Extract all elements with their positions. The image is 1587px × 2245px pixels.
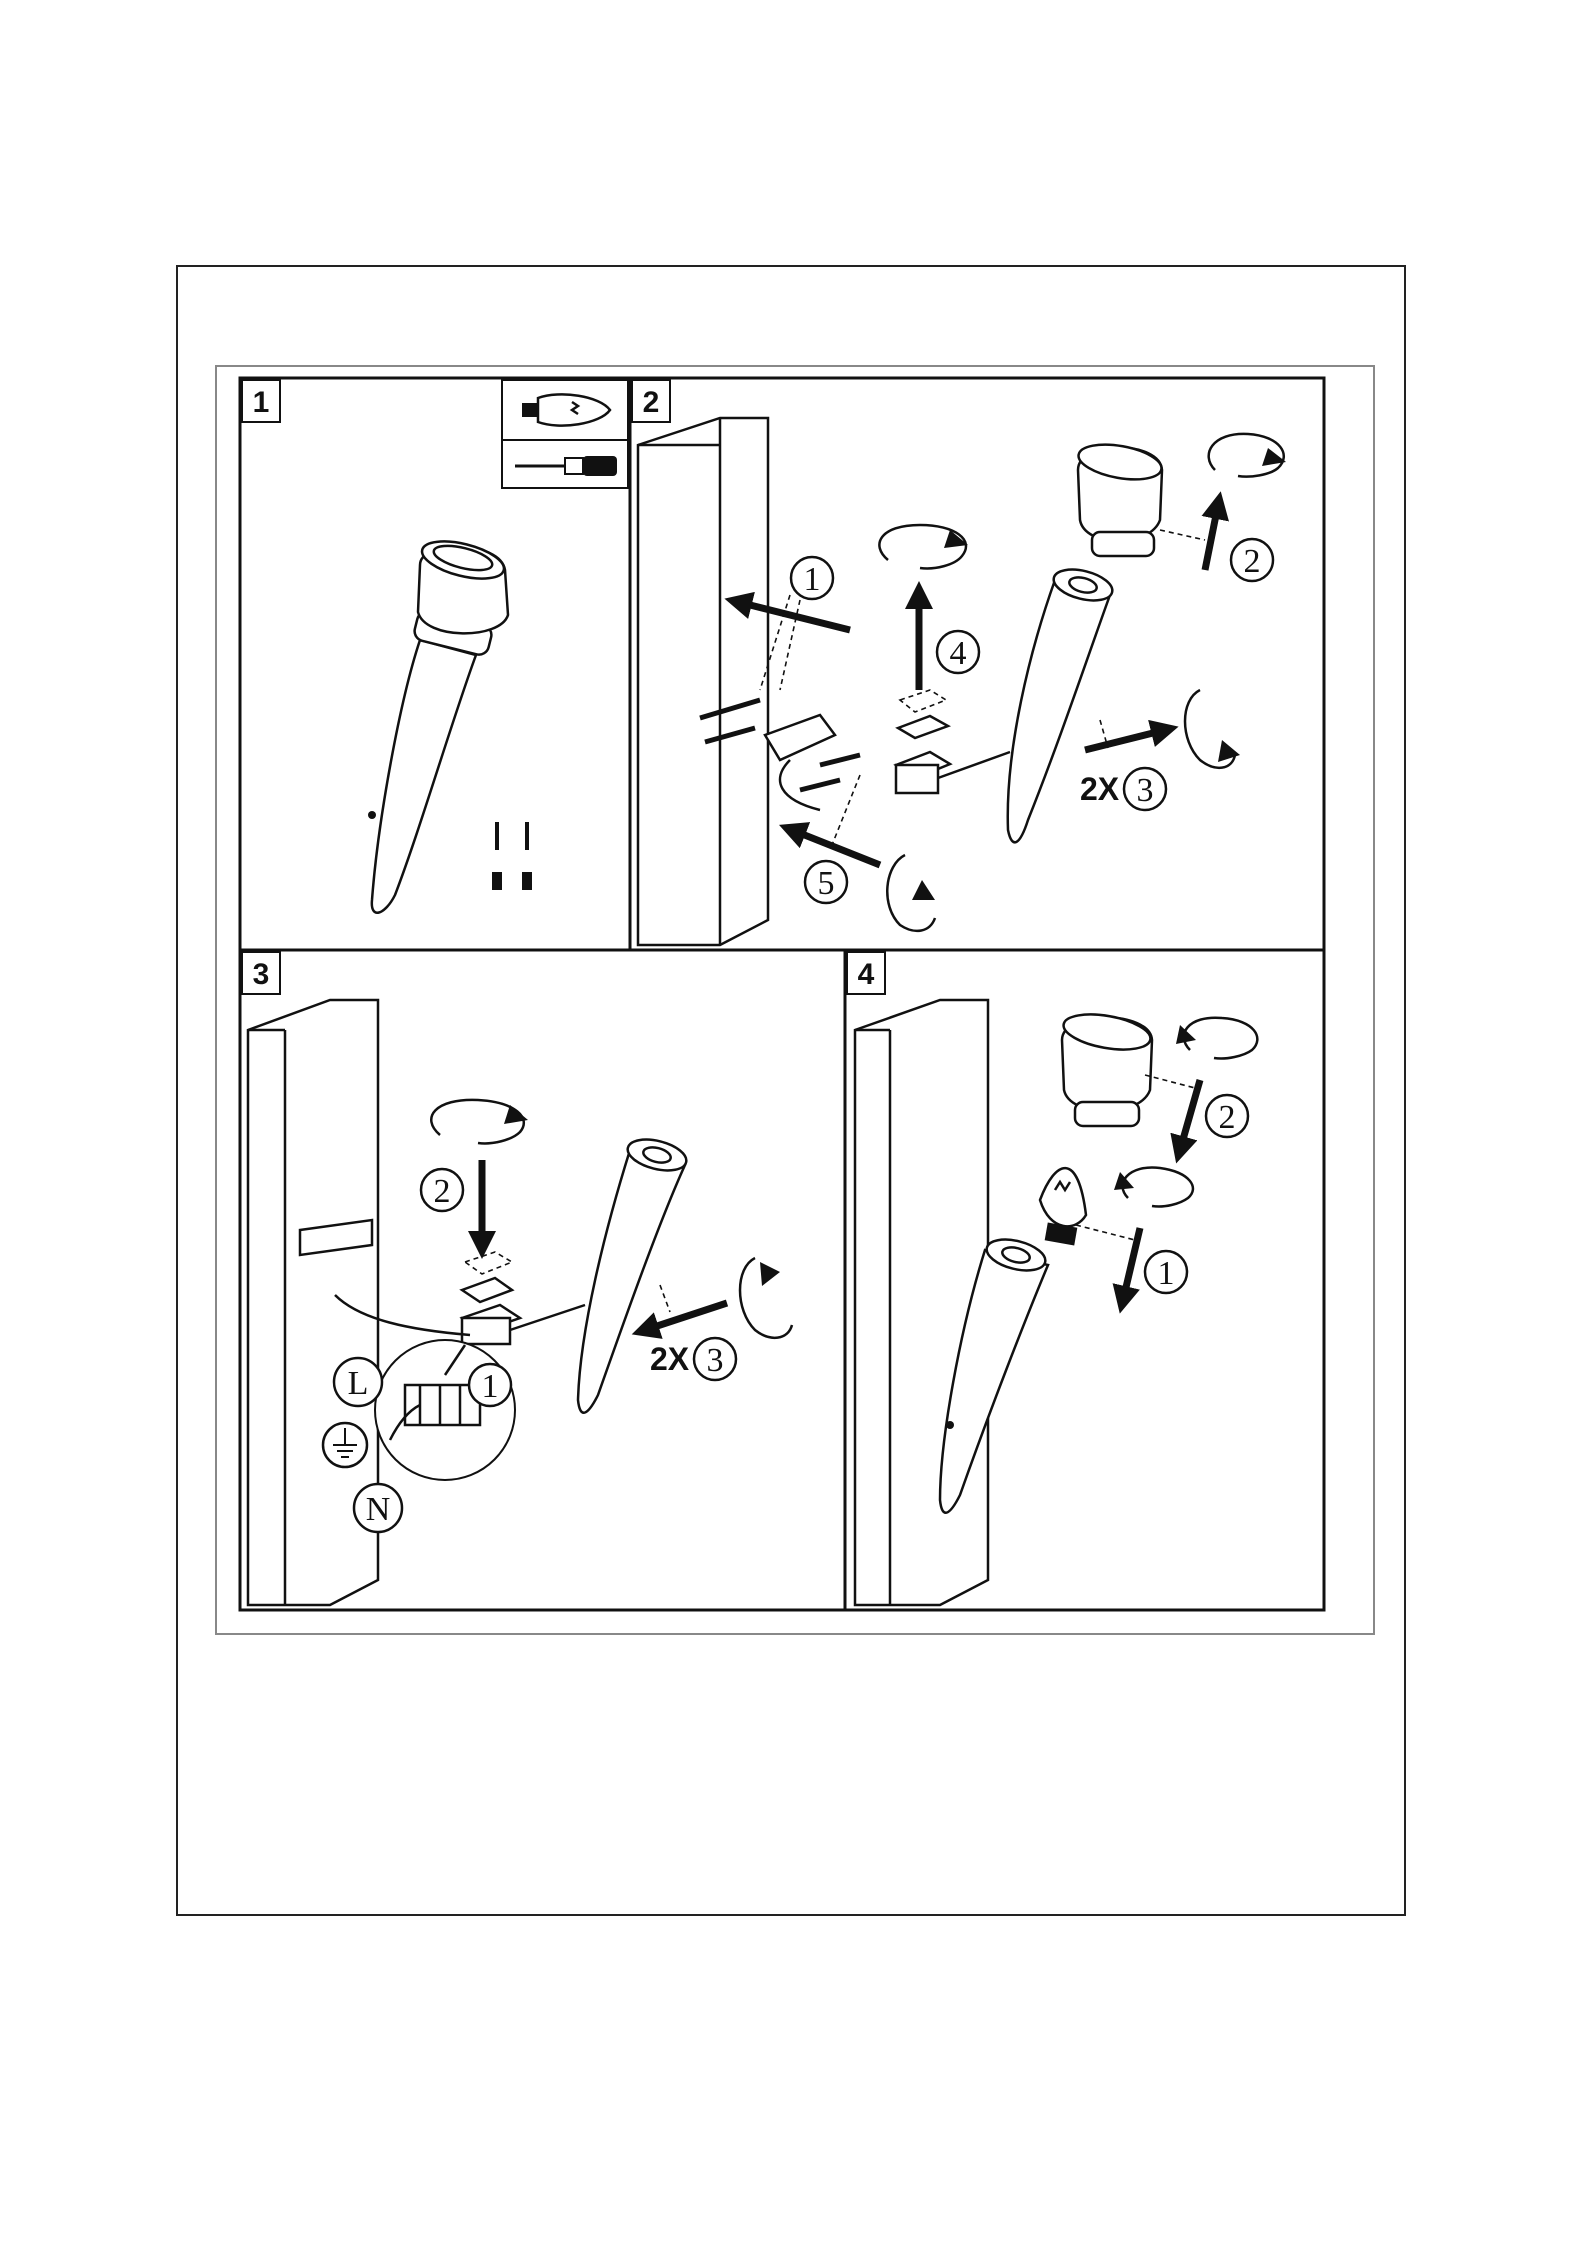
svg-text:3: 3 [1137,772,1154,809]
terminal-neutral-label: N [354,1484,402,1532]
svg-text:2: 2 [1219,1099,1236,1136]
rotate-ring-p2-bottom [887,855,935,931]
lamp-head-p4 [1061,1009,1153,1126]
wall-block [638,418,768,945]
svg-text:2: 2 [643,386,660,419]
terminal-live-label: L [334,1358,382,1406]
step-label-p3-2: 2 [421,1169,463,1211]
rotate-ring-p4-mid [1114,1167,1193,1206]
step-label-p4-1: 1 [1145,1251,1187,1293]
svg-text:2: 2 [434,1173,451,1210]
svg-text:N: N [366,1491,391,1528]
lamp-head-p2 [1076,439,1164,556]
step-label-p3-1: 1 [469,1364,511,1406]
step-label-p3-3: 2X 3 [650,1338,736,1380]
screws-and-plugs [492,822,532,890]
arrow-p4-2 [1180,1080,1200,1150]
earth-ground-icon [323,1423,367,1467]
svg-text:2X: 2X [650,1341,690,1377]
arrow-p2-2 [1205,505,1218,570]
rotate-ring-p3-side [740,1258,792,1338]
step-label-p2-5: 5 [805,861,847,903]
rotate-ring-p2-side [1185,690,1240,768]
candle-bulb [1040,1168,1086,1245]
panel-4-number: 4 [847,952,885,994]
wiring-detail [375,1340,515,1480]
panel-2-number: 2 [632,380,670,422]
wall-block-p4 [855,1000,988,1605]
svg-text:2X: 2X [1080,771,1120,807]
rotate-ring-p4-top [1176,1018,1257,1059]
lamp-assembled [368,534,508,912]
svg-text:L: L [348,1365,369,1402]
step-label-p2-3: 2X 3 [1080,768,1166,810]
arrow-p3-3 [645,1303,727,1330]
step-label-p4-2: 2 [1206,1095,1248,1137]
svg-text:1: 1 [1158,1255,1175,1292]
rotate-ring-p3-top [431,1100,528,1144]
arrow-p2-3 [1085,730,1165,750]
svg-text:1: 1 [482,1368,499,1405]
svg-text:3: 3 [707,1342,724,1379]
rotate-ring-p2-head [1209,434,1286,477]
panel-3-number: 3 [242,952,280,994]
svg-text:1: 1 [253,386,270,419]
svg-text:5: 5 [818,865,835,902]
rotate-ring-p2-top [879,525,968,568]
step-label-p2-4: 4 [937,631,979,673]
svg-text:4: 4 [950,635,967,672]
svg-text:4: 4 [858,958,875,991]
svg-text:3: 3 [253,958,270,991]
junction-box [896,690,1010,793]
panel-1-number: 1 [242,380,280,422]
step-label-p2-1: 1 [791,557,833,599]
svg-text:1: 1 [804,561,821,598]
svg-text:2: 2 [1244,543,1261,580]
step-label-p2-2: 2 [1231,539,1273,581]
